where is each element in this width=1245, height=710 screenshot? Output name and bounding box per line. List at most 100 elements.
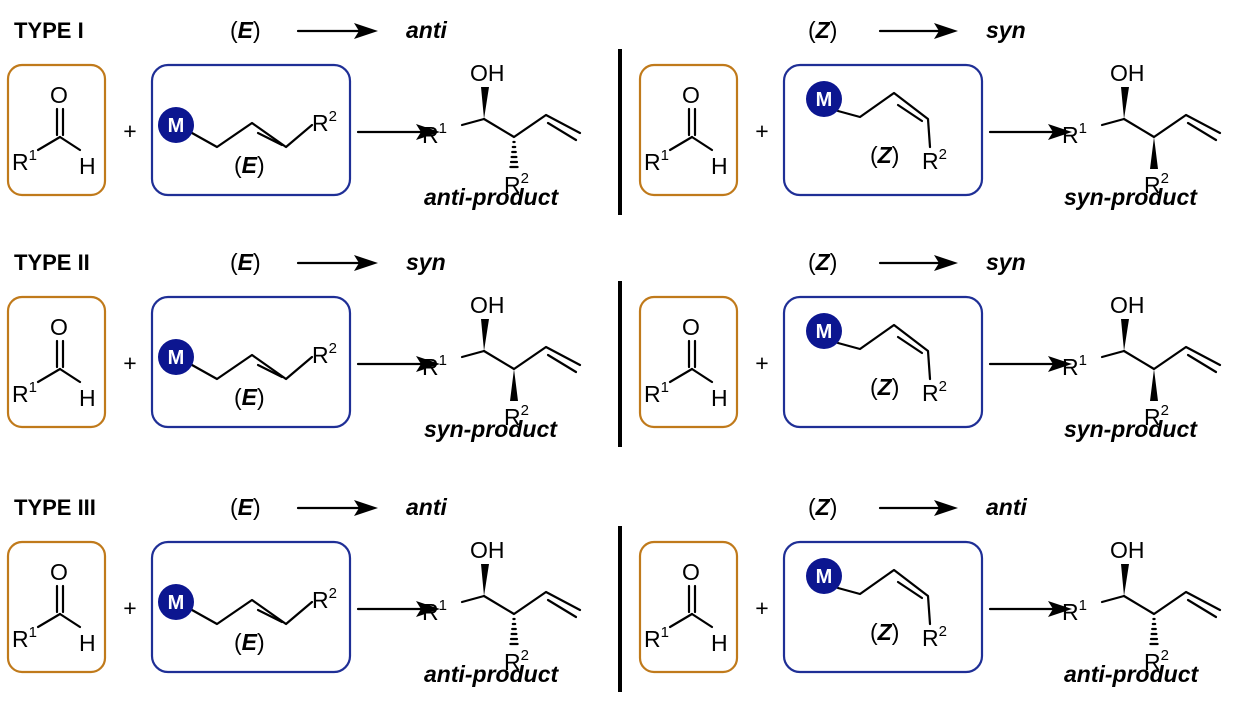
arrow-head [1048, 601, 1072, 617]
header-arrow [296, 23, 378, 39]
bond [36, 612, 62, 629]
allylmetal-reagent-z: M(Z)R2 [782, 295, 984, 429]
arrow-head [934, 500, 958, 516]
aldehyde-box [638, 63, 739, 197]
aldehyde-box [638, 540, 739, 674]
bond [668, 367, 694, 384]
bond [58, 612, 82, 629]
arrow-head [934, 255, 958, 271]
allyl-chain [190, 353, 314, 381]
double-bond-inner [546, 598, 578, 619]
r2-hash [509, 617, 519, 646]
double-bond-inner [896, 580, 924, 600]
allyl-geometry-label: (Z) [870, 142, 899, 168]
type-label: TYPE III [14, 495, 96, 520]
r1-label: R1 [644, 147, 669, 175]
reaction-arrow [988, 124, 1072, 140]
r1-label: R1 [1062, 597, 1087, 625]
allyl-geometry-label: (Z) [870, 374, 899, 400]
r2-hash [1149, 617, 1159, 646]
header-geometry-label: (E) [230, 249, 261, 275]
bond [460, 117, 486, 127]
allyl-chain [836, 323, 932, 381]
bond [668, 612, 694, 629]
oh-wedge [481, 87, 489, 119]
aldehyde-box [6, 540, 107, 674]
allyl-geometry-label: (E) [234, 629, 265, 655]
product-chain [482, 590, 582, 616]
r1-label: R1 [644, 624, 669, 652]
bond [690, 367, 714, 384]
bond [36, 135, 62, 152]
plus-sign: + [755, 350, 768, 376]
r1-label: R1 [12, 147, 37, 175]
hydrogen-label: H [79, 153, 96, 179]
r2-label: R2 [312, 108, 337, 136]
allylmetal-box [150, 540, 352, 674]
header-arrow [296, 500, 378, 516]
arrow-head [416, 356, 440, 372]
r2-wedge [1150, 369, 1158, 401]
r2-label: R2 [922, 146, 947, 174]
double-bond-inner [256, 131, 284, 147]
hydrogen-label: H [711, 385, 728, 411]
allyl-geometry-label: (Z) [870, 619, 899, 645]
double-bond-inner [896, 103, 924, 123]
product-label: syn-product [1064, 184, 1198, 210]
r2-label: R2 [312, 340, 337, 368]
bond [690, 612, 714, 629]
bond [36, 367, 62, 384]
aldehyde-box [6, 295, 107, 429]
allyl-geometry-label: (E) [234, 152, 265, 178]
r1-label: R1 [12, 624, 37, 652]
oxygen-label: O [50, 314, 68, 340]
oh-wedge [1121, 87, 1129, 119]
r2-hash [509, 140, 519, 169]
product-chain [1122, 345, 1222, 371]
plus-sign: + [123, 118, 136, 144]
reaction-arrow [356, 356, 440, 372]
arrow-head [354, 23, 378, 39]
product-label: anti-product [1064, 661, 1199, 687]
metal-label: M [816, 89, 833, 111]
stereo-outcome-label: syn [986, 17, 1026, 43]
metal-label: M [168, 347, 185, 369]
bond [460, 594, 486, 604]
plus-sign: + [755, 118, 768, 144]
stereo-outcome-label: anti [406, 494, 448, 520]
hydrogen-label: H [79, 385, 96, 411]
allyl-chain [190, 121, 314, 149]
arrow-head [416, 124, 440, 140]
header-arrow [878, 500, 958, 516]
arrow-head [934, 23, 958, 39]
reaction-arrow [356, 124, 440, 140]
arrow-head [354, 500, 378, 516]
double-bond-inner [256, 608, 284, 624]
oxygen-label: O [682, 559, 700, 585]
header-geometry-label: (Z) [808, 17, 837, 43]
plus-sign: + [755, 595, 768, 621]
double-bond-inner [1186, 121, 1218, 142]
hydroxyl-label: OH [470, 60, 505, 86]
header-geometry-label: (Z) [808, 494, 837, 520]
allyl-chain [836, 568, 932, 626]
r2-label: R2 [922, 378, 947, 406]
reaction-arrow [988, 356, 1072, 372]
oxygen-label: O [50, 559, 68, 585]
type-label: TYPE II [14, 250, 90, 275]
oxygen-label: O [682, 314, 700, 340]
